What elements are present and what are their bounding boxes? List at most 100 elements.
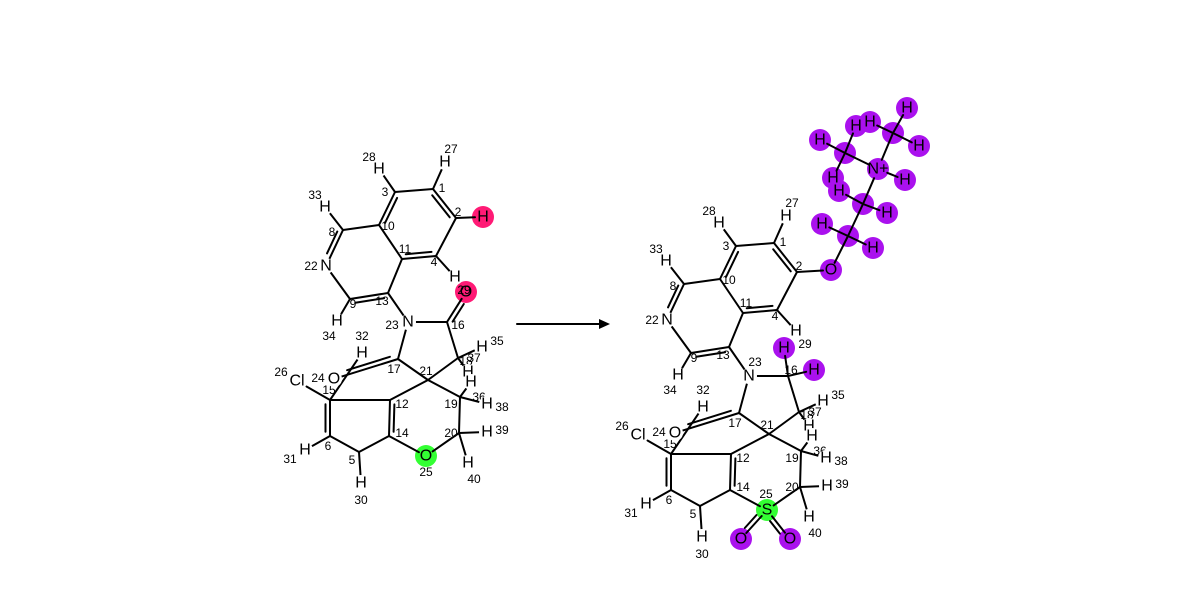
atom-symbol-p-h36: H (806, 428, 818, 445)
bond-p-c1-p-c2 (773, 242, 798, 273)
label-bg-r-cl26 (287, 371, 307, 391)
bond-p-c20-p-h39 (799, 485, 820, 488)
atom-index-p-c1: 1 (780, 235, 787, 249)
atom-index-r-c16: 16 (451, 318, 465, 332)
atom-symbol-p-h16a: H (778, 340, 790, 357)
atom-index-p-c3: 3 (723, 239, 730, 253)
atom-symbol-p-h34: H (672, 367, 684, 384)
bond-p-s25-p-c14 (729, 489, 761, 508)
bond-p-c18-p-c21 (768, 411, 800, 435)
atom-index-r-h37: 37 (467, 351, 481, 365)
atom-index-r-o29: 29 (457, 283, 471, 297)
atom-index-r-c3: 3 (382, 185, 389, 199)
bond-r-c4-r-c11 (401, 255, 437, 260)
bond-r-c21-r-c19 (427, 379, 461, 398)
bond-p-c10-p-c3-inner (725, 250, 740, 278)
bond-p-c8-p-h33 (669, 266, 685, 285)
label-bg-r-h27 (437, 154, 453, 170)
atom-index-p-o24: 24 (652, 425, 666, 439)
bond-p-cm1-p-hm1c (835, 152, 846, 172)
bond-r-c1-r-c2-inner (431, 194, 451, 219)
atom-index-r-h33: 33 (308, 188, 322, 202)
bond-p-c8-p-n22 (669, 283, 685, 314)
atom-index-r-c6: 6 (325, 439, 332, 453)
highlight-p-hn (894, 169, 916, 191)
atom-index-p-h31: 31 (624, 506, 638, 520)
bond-r-c13-r-n23 (387, 292, 405, 317)
atom-symbol-p-h39: H (821, 478, 833, 495)
bond-p-c16-p-h16a (784, 354, 789, 377)
atom-index-p-h39: 39 (835, 477, 849, 491)
reaction-arrow-head (599, 319, 610, 329)
bond-r-c6-r-c5 (329, 435, 360, 453)
atom-index-p-c2: 2 (796, 259, 803, 273)
atom-index-r-c10: 10 (381, 219, 395, 233)
atom-symbol-r-h28: H (373, 161, 385, 178)
atom-symbol-p-ha1: H (816, 216, 828, 233)
atom-index-r-h27: 27 (444, 142, 458, 156)
atom-index-p-h30: 30 (695, 547, 709, 561)
bond-r-c8-r-n22 (328, 229, 344, 260)
atom-index-p-c14: 14 (736, 480, 750, 494)
atom-symbol-p-h16b: H (808, 362, 820, 379)
bond-p-c11-p-c10 (719, 278, 744, 314)
atom-index-p-h34: 34 (663, 383, 677, 397)
atom-symbol-r-h35: H (476, 339, 488, 356)
bond-p-cm1-p-hm1b (844, 132, 854, 154)
atom-index-r-c14: 14 (395, 426, 409, 440)
atom-index-p-c21: 21 (760, 418, 774, 432)
label-bg-r-h38 (479, 396, 495, 412)
atom-symbol-r-h33: H (319, 199, 331, 216)
atom-index-r-c4: 4 (431, 255, 438, 269)
label-bg-p-h35 (815, 393, 831, 409)
bond-p-o2-p-ca (833, 235, 849, 264)
bond-r-c2-r-c4 (435, 217, 457, 257)
bond-p-c2-p-c4 (776, 271, 798, 311)
atom-index-p-h33: 33 (649, 242, 663, 256)
label-bg-p-h31 (638, 496, 654, 512)
bond-r-c21-r-c17 (397, 358, 429, 381)
bonds (305, 114, 913, 535)
bond-p-c4-p-c11 (742, 309, 778, 314)
atom-index-r-h39: 39 (495, 423, 509, 437)
label-bg-r-h29 (447, 269, 463, 285)
label-bg-r-n22 (318, 258, 334, 274)
bond-r-c10-r-c3 (378, 191, 396, 226)
atom-index-r-o25: 25 (419, 465, 433, 479)
atom-symbol-p-o24: O (669, 425, 681, 442)
bond-p-c14-p-c12-inner (733, 457, 737, 487)
atom-symbol-r-cl26: Cl (289, 373, 304, 390)
bond-p-s25-p-os1-inner (743, 514, 758, 529)
atom-index-p-h29: 29 (798, 337, 812, 351)
highlight-p-h16a (773, 337, 795, 359)
atom-index-r-h40: 40 (467, 472, 481, 486)
bond-r-c15-r-h32 (329, 358, 359, 401)
atom-symbol-p-hm1c: H (827, 170, 839, 187)
atom-symbol-r-h37: H (462, 364, 474, 381)
atom-labels: 12345689101112131415161718192021N22N23O2… (274, 100, 924, 562)
label-bg-p-h36 (804, 428, 820, 444)
atom-index-p-s25: 25 (759, 487, 773, 501)
atom-index-r-h28: 28 (362, 150, 376, 164)
bond-p-c4-p-c11-inner (745, 304, 774, 310)
atom-index-r-c9: 9 (350, 297, 357, 311)
bond-p-n5-p-cm2 (880, 132, 894, 161)
atom-index-p-h35: 35 (831, 388, 845, 402)
atom-symbol-p-n5: N+ (868, 161, 889, 178)
bond-p-c13-p-c11 (728, 312, 744, 348)
bond-r-c19-r-c20 (458, 396, 461, 434)
atom-index-r-c2: 2 (455, 205, 462, 219)
bond-p-c18-p-h37 (798, 411, 806, 421)
atom-symbol-p-cl26: Cl (630, 427, 645, 444)
highlight-p-hm2a (859, 111, 881, 133)
atom-index-r-c12: 12 (395, 397, 409, 411)
bond-r-c11-r-c10 (378, 224, 403, 260)
bond-p-c10-p-c8 (683, 278, 721, 285)
bond-r-c10-r-c3-inner (384, 196, 399, 224)
bond-p-c15-p-h32 (670, 412, 700, 455)
bond-r-c14-r-c12 (388, 399, 391, 437)
bond-p-c19-p-c20 (799, 450, 802, 488)
bond-r-c18-r-c21 (427, 357, 459, 381)
highlight-p-hm1a (809, 129, 831, 151)
atom-symbol-r-n23: N (402, 314, 414, 331)
